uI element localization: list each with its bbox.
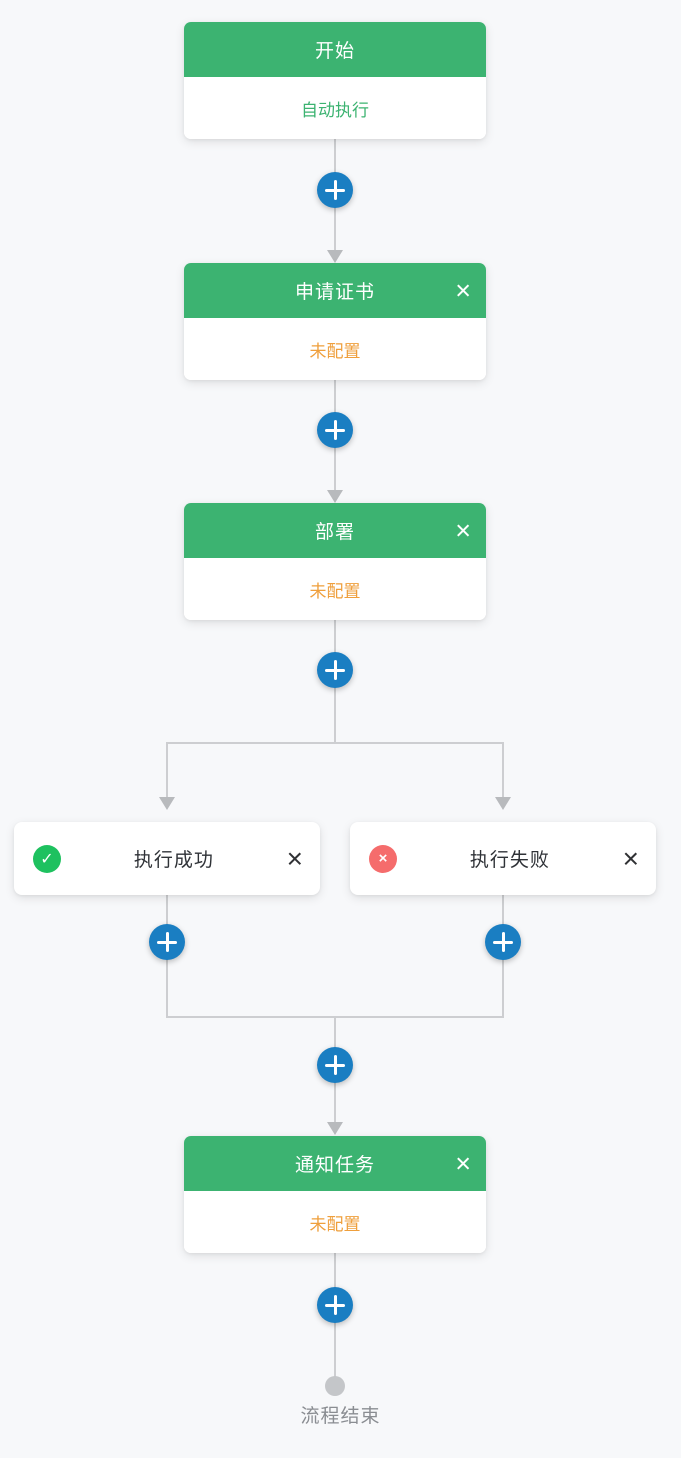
node-notify-status: 未配置 — [184, 1191, 486, 1253]
fail-cross-icon: × — [369, 844, 397, 873]
node-title: 执行成功 — [133, 850, 214, 871]
node-title: 执行失败 — [469, 850, 550, 871]
success-check-icon: ✓ — [33, 844, 61, 873]
node-apply-cert-header: 申请证书 × — [184, 263, 486, 318]
add-step-button-1[interactable] — [317, 172, 353, 208]
node-notify-header: 通知任务 × — [184, 1136, 486, 1191]
node-deploy[interactable]: 部署 × 未配置 — [184, 503, 486, 620]
arrow-down-icon — [159, 797, 175, 810]
arrow-down-icon — [495, 797, 511, 810]
close-icon[interactable]: × — [455, 515, 471, 545]
branch-split-line — [166, 742, 504, 744]
arrow-down-icon — [327, 250, 343, 263]
connector-line — [166, 742, 168, 798]
node-deploy-header: 部署 × — [184, 503, 486, 558]
flow-end-dot — [325, 1376, 345, 1396]
add-step-button-3[interactable] — [317, 652, 353, 688]
node-title: 开始 — [314, 41, 355, 62]
connector-line — [502, 742, 504, 798]
node-start[interactable]: 开始 自动执行 — [184, 22, 486, 139]
arrow-down-icon — [327, 1122, 343, 1135]
node-apply-cert-status: 未配置 — [184, 318, 486, 380]
close-icon[interactable]: × — [455, 1148, 471, 1178]
close-icon[interactable]: × — [455, 275, 471, 305]
close-icon[interactable]: × — [622, 842, 639, 874]
close-icon[interactable]: × — [286, 842, 303, 874]
node-start-status: 自动执行 — [184, 77, 486, 139]
node-title: 部署 — [314, 522, 355, 543]
add-step-button-2[interactable] — [317, 412, 353, 448]
node-exec-success[interactable]: ✓ 执行成功 × — [14, 822, 320, 895]
arrow-down-icon — [327, 490, 343, 503]
add-step-button-4[interactable] — [317, 1047, 353, 1083]
flow-end-label: 流程结束 — [300, 1406, 381, 1427]
node-deploy-status: 未配置 — [184, 558, 486, 620]
node-title: 通知任务 — [294, 1155, 375, 1176]
node-title: 申请证书 — [294, 282, 375, 303]
add-step-button-5[interactable] — [317, 1287, 353, 1323]
node-exec-fail[interactable]: × 执行失败 × — [350, 822, 656, 895]
add-step-button-fail-branch[interactable] — [485, 924, 521, 960]
add-step-button-success-branch[interactable] — [149, 924, 185, 960]
node-apply-cert[interactable]: 申请证书 × 未配置 — [184, 263, 486, 380]
node-start-header: 开始 — [184, 22, 486, 77]
node-notify[interactable]: 通知任务 × 未配置 — [184, 1136, 486, 1253]
